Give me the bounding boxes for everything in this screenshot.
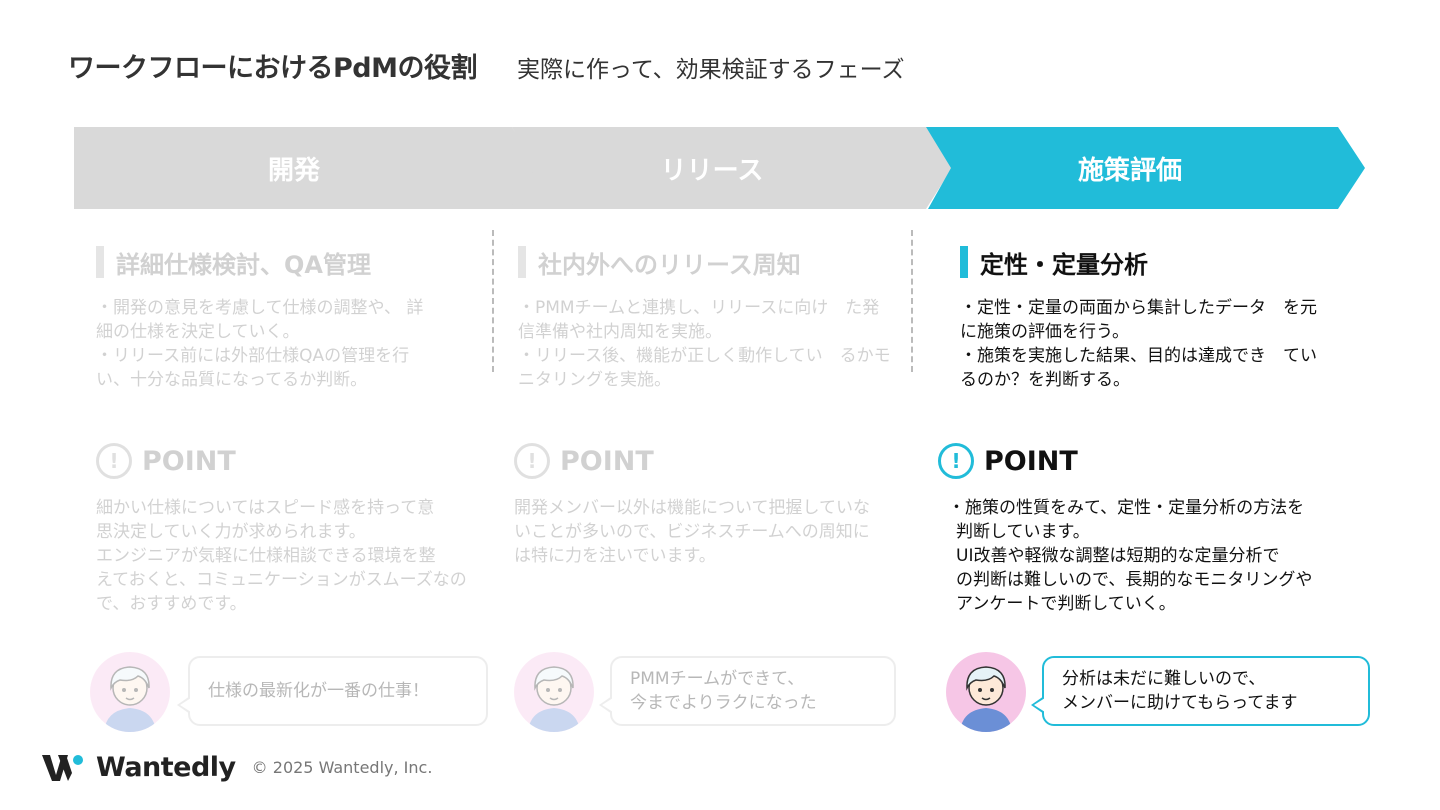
bubble-line: 今までよりラクになった xyxy=(630,693,817,713)
point-line: の判断は難しいので、長期的なモニタリングや xyxy=(956,570,1313,590)
point-heading-development: ! POINT xyxy=(96,443,236,479)
bubble-tail xyxy=(599,696,612,714)
body-line: ・開発の意見を考慮して仕様の調整や、 詳 xyxy=(96,298,424,318)
bubble-tail-inner xyxy=(180,698,191,712)
point-line: 思決定していく力が求められます。 xyxy=(96,522,366,542)
section-development: 詳細仕様検討、QA管理 ・開発の意見を考慮して仕様の調整や、 詳 細の仕様を決定… xyxy=(96,244,476,392)
person-avatar-icon xyxy=(960,666,1012,732)
point-label: POINT xyxy=(560,445,654,477)
body-line: るのか？を判断する。 xyxy=(960,370,1130,390)
point-text-release: 開発メンバー以外は機能について把握していな いことが多いので、ビジネスチームへの… xyxy=(514,496,904,568)
point-line: 判断しています。 xyxy=(956,522,1090,542)
copyright: © 2025 Wantedly, Inc. xyxy=(251,758,433,777)
speech-bubble: PMMチームができて、 今までよりラクになった xyxy=(599,656,896,726)
point-line: えておくと、コミュニケーションがスムーズなの xyxy=(96,570,467,590)
body-line: ニタリングを実施。 xyxy=(518,370,671,390)
body-line: ・PMMチームと連携し、リリースに向け た発 xyxy=(518,298,880,318)
heading-bar xyxy=(96,246,104,278)
section-heading: 社内外へのリリース周知 xyxy=(538,250,801,279)
point-line: アンケートで判断していく。 xyxy=(956,594,1176,614)
section-heading-row: 社内外へのリリース周知 xyxy=(518,244,908,280)
footer: Wantedly © 2025 Wantedly, Inc. xyxy=(42,752,432,783)
bubble-line: 仕様の最新化が一番の仕事！ xyxy=(208,681,429,701)
person-avatar-icon xyxy=(104,666,156,732)
bubble-text: PMMチームができて、 今までよりラクになった xyxy=(630,667,817,715)
section-heading-row: 詳細仕様検討、QA管理 xyxy=(96,244,476,280)
exclamation-circle-icon: ! xyxy=(96,443,132,479)
point-line: 細かい仕様についてはスピード感を持って意 xyxy=(96,498,435,518)
bubble-line: 分析は未だに難しいので、 xyxy=(1062,669,1266,689)
point-line: エンジニアが気軽に仕様相談できる環境を整 xyxy=(96,546,436,566)
point-line: UI改善や軽微な調整は短期的な定量分析で xyxy=(956,546,1280,566)
bubble-line: PMMチームができて、 xyxy=(630,669,805,689)
avatar xyxy=(946,652,1026,732)
point-label: POINT xyxy=(142,445,236,477)
body-line: ・リリース前には外部仕様QAの管理を行 xyxy=(96,346,410,366)
exclamation-circle-icon: ! xyxy=(938,443,974,479)
section-release: 社内外へのリリース周知 ・PMMチームと連携し、リリースに向け た発 信準備や社… xyxy=(518,244,908,392)
point-line: 開発メンバー以外は機能について把握していな xyxy=(514,498,870,518)
body-line: ・定性・定量の両面から集計したデータ を元 xyxy=(960,298,1317,318)
body-line: 信準備や社内周知を実施。 xyxy=(518,322,722,342)
point-label: POINT xyxy=(984,445,1078,477)
column-divider xyxy=(492,230,494,372)
stage-label-release: リリース xyxy=(660,155,764,186)
wantedly-logo-icon xyxy=(42,754,83,781)
section-body: ・開発の意見を考慮して仕様の調整や、 詳 細の仕様を決定していく。 ・リリース前… xyxy=(96,296,476,392)
point-line: ・施策の性質をみて、定性・定量分析の方法を xyxy=(948,498,1305,518)
point-line: は特に力を注いでいます。 xyxy=(514,546,716,566)
body-line: ・リリース後、機能が正しく動作してい るかモ xyxy=(518,346,891,366)
exclamation-circle-icon: ! xyxy=(514,443,550,479)
point-line: いことが多いので、ビジネスチームへの周知に xyxy=(514,522,870,542)
section-heading: 詳細仕様検討、QA管理 xyxy=(116,250,371,279)
point-heading-release: ! POINT xyxy=(514,443,654,479)
avatar xyxy=(90,652,170,732)
page-title: ワークフローにおけるPdMの役割 xyxy=(68,53,477,84)
section-heading-row: 定性・定量分析 xyxy=(960,244,1360,280)
point-heading-evaluation: ! POINT xyxy=(938,443,1078,479)
bubble-text: 分析は未だに難しいので、 メンバーに助けてもらってます xyxy=(1062,667,1297,715)
avatar xyxy=(514,652,594,732)
bubble-text: 仕様の最新化が一番の仕事！ xyxy=(208,679,429,703)
bubble-tail xyxy=(177,696,190,714)
section-body: ・定性・定量の両面から集計したデータ を元 に施策の評価を行う。 ・施策を実施し… xyxy=(960,296,1360,392)
bubble-tail-inner xyxy=(1034,698,1045,712)
bubble-tail-inner xyxy=(602,698,613,712)
heading-bar xyxy=(960,246,968,278)
page-subtitle: 実際に作って、効果検証するフェーズ xyxy=(516,57,905,83)
point-line: で、おすすめです。 xyxy=(96,594,247,614)
body-line: い、十分な品質になってるか判断。 xyxy=(96,370,368,390)
bubble-line: メンバーに助けてもらってます xyxy=(1062,693,1298,713)
header: ワークフローにおけるPdMの役割 実際に作って、効果検証するフェーズ xyxy=(68,46,905,85)
point-text-evaluation: ・施策の性質をみて、定性・定量分析の方法を 判断しています。 UI改善や軽微な調… xyxy=(948,496,1368,616)
logo-text: Wantedly xyxy=(96,752,236,783)
section-evaluation: 定性・定量分析 ・定性・定量の両面から集計したデータ を元 に施策の評価を行う。… xyxy=(960,244,1360,392)
person-avatar-icon xyxy=(528,666,580,732)
stage-label-development: 開発 xyxy=(267,155,320,186)
heading-bar xyxy=(518,246,526,278)
body-line: ・施策を実施した結果、目的は達成でき てい xyxy=(960,346,1317,366)
point-text-development: 細かい仕様についてはスピード感を持って意 思決定していく力が求められます。 エン… xyxy=(96,496,486,616)
body-line: に施策の評価を行う。 xyxy=(960,322,1129,342)
speech-bubble: 分析は未だに難しいので、 メンバーに助けてもらってます xyxy=(1031,656,1370,726)
section-body: ・PMMチームと連携し、リリースに向け た発 信準備や社内周知を実施。 ・リリー… xyxy=(518,296,908,392)
stage-label-evaluation: 施策評価 xyxy=(1077,155,1182,186)
column-divider xyxy=(911,230,913,372)
speech-bubble: 仕様の最新化が一番の仕事！ xyxy=(177,656,488,726)
section-heading: 定性・定量分析 xyxy=(980,250,1148,279)
body-line: 細の仕様を決定していく。 xyxy=(96,322,300,342)
